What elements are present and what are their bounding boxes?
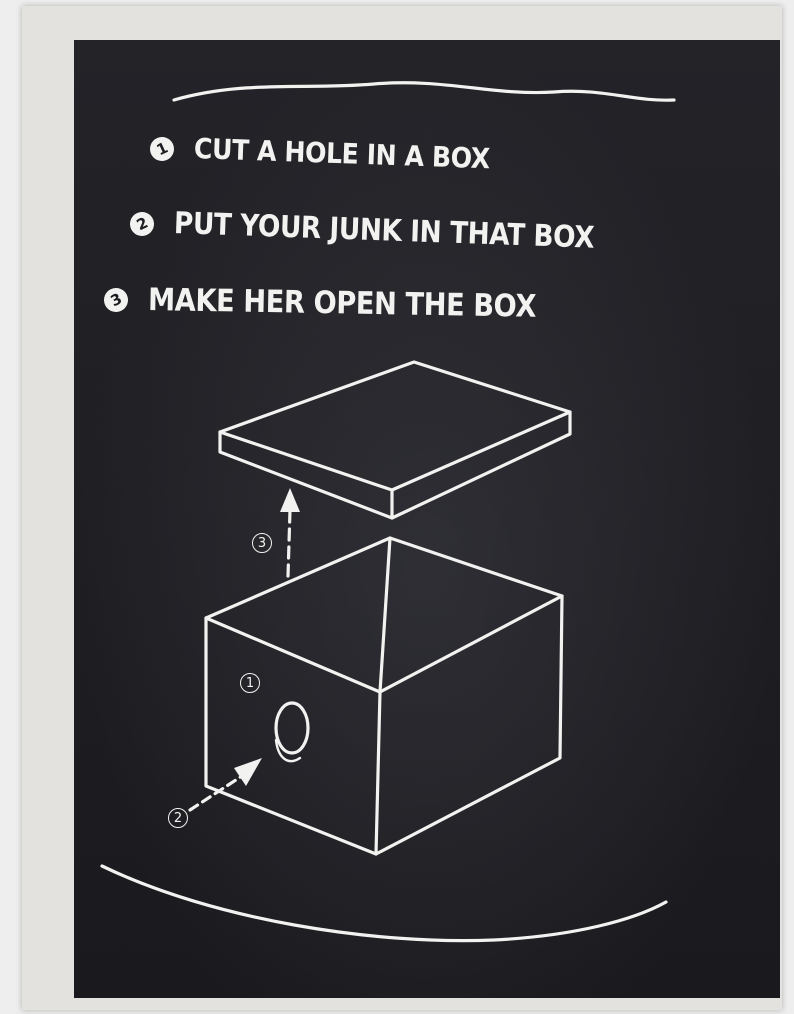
insert-arrow-line	[190, 776, 242, 810]
step-3-text: MAKE HER OPEN THE BOX	[148, 282, 537, 325]
step-2: 2 PUT YOUR JUNK IN THAT BOX	[130, 206, 652, 241]
box-illustration	[74, 40, 780, 998]
step-2-number: 2	[126, 208, 158, 240]
box-body	[206, 538, 562, 854]
bottom-rule	[102, 866, 666, 941]
hole-in-box	[276, 703, 308, 761]
framed-photo: 1 CUT A HOLE IN A BOX 2 PUT YOUR JUNK IN…	[22, 6, 782, 1010]
hole-callout: 1	[240, 673, 260, 693]
step-3-number: 3	[100, 284, 132, 316]
step-1-number: 1	[146, 133, 178, 165]
step-1: 1 CUT A HOLE IN A BOX	[150, 132, 523, 165]
lid-callout: 3	[252, 533, 272, 553]
step-3: 3 MAKE HER OPEN THE BOX	[104, 282, 589, 318]
insert-arrow-head	[234, 758, 262, 786]
box-lid	[220, 362, 570, 518]
lid-arrow-head	[280, 488, 300, 512]
insert-callout: 2	[168, 808, 188, 828]
top-rule	[174, 83, 674, 100]
lid-arrow-line	[288, 510, 290, 576]
tshirt-print: 1 CUT A HOLE IN A BOX 2 PUT YOUR JUNK IN…	[74, 40, 780, 998]
